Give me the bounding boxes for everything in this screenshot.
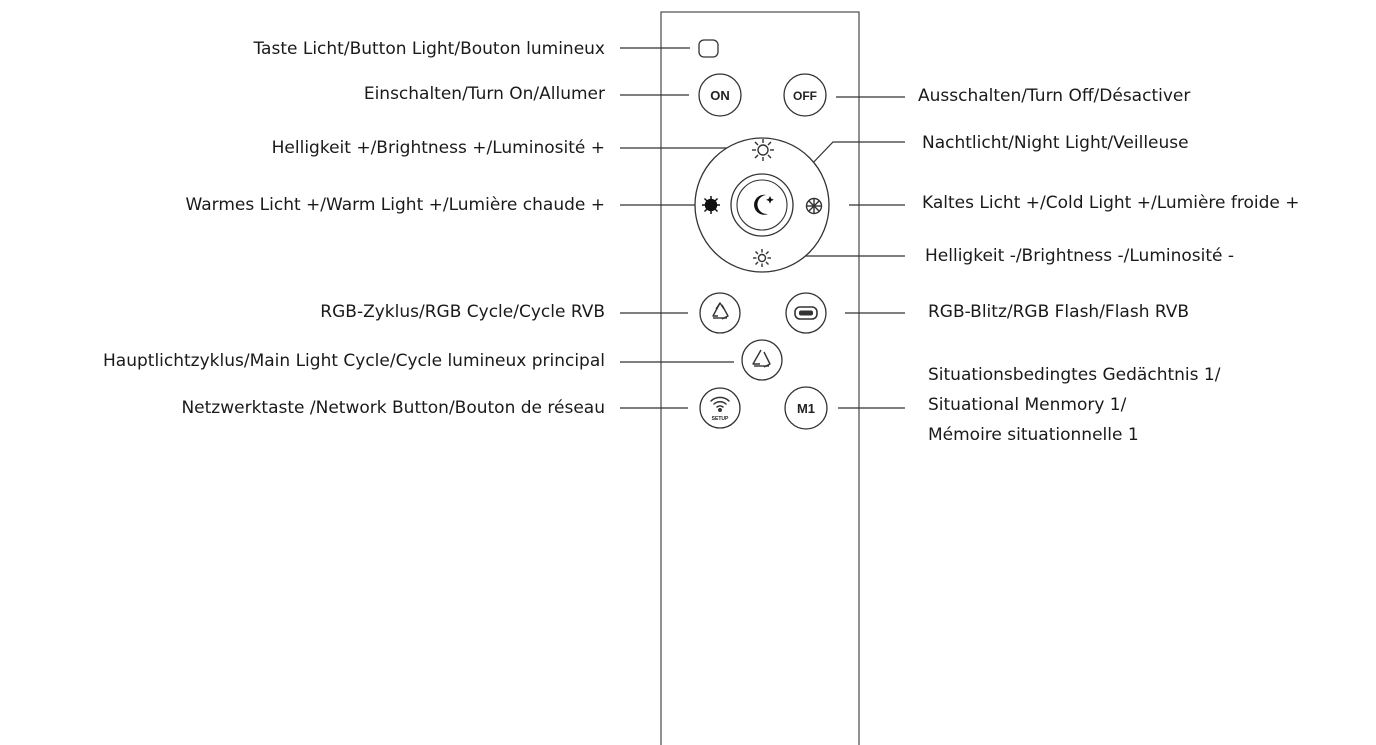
- label-main-light-cycle: Hauptlichtzyklus/Main Light Cycle/Cycle …: [103, 351, 605, 371]
- recycle-icon: [712, 302, 729, 320]
- brightness-up-icon[interactable]: [752, 139, 774, 161]
- label-memory: Situationsbedingtes Gedächtnis 1/ Situat…: [928, 360, 1220, 450]
- main-light-cycle-button[interactable]: [741, 339, 783, 381]
- on-button-label: ON: [710, 88, 730, 103]
- label-memory-line-3: Mémoire situationnelle 1: [928, 425, 1139, 445]
- label-network-button: Netzwerktaste /Network Button/Bouton de …: [181, 398, 605, 418]
- label-brightness-up: Helligkeit +/Brightness +/Luminosité +: [271, 138, 605, 158]
- m1-button[interactable]: M1: [784, 386, 828, 430]
- label-memory-line-1: Situationsbedingtes Gedächtnis 1/: [928, 365, 1221, 385]
- m1-button-label: M1: [797, 401, 815, 416]
- label-light-button: Taste Licht/Button Light/Bouton lumineux: [253, 39, 605, 59]
- night-light-button[interactable]: [730, 173, 794, 237]
- label-rgb-flash: RGB-Blitz/RGB Flash/Flash RVB: [928, 302, 1190, 322]
- flash-bar-icon: [794, 306, 818, 320]
- rgb-flash-button[interactable]: [785, 292, 827, 334]
- light-button[interactable]: [698, 39, 719, 58]
- on-button[interactable]: ON: [698, 73, 742, 117]
- label-warm-light: Warmes Licht +/Warm Light +/Lumière chau…: [185, 195, 605, 215]
- wifi-icon: [710, 396, 730, 412]
- label-turn-off: Ausschalten/Turn Off/Désactiver: [918, 86, 1191, 106]
- label-turn-on: Einschalten/Turn On/Allumer: [363, 84, 605, 104]
- moon-icon: [754, 194, 774, 215]
- setup-label: SETUP: [712, 416, 729, 422]
- cycle-icon: [752, 349, 771, 368]
- network-button[interactable]: SETUP: [699, 387, 741, 429]
- label-cold-light: Kaltes Licht +/Cold Light +/Lumière froi…: [922, 193, 1300, 213]
- warm-light-icon[interactable]: [702, 196, 720, 214]
- rgb-cycle-button[interactable]: [699, 292, 741, 334]
- label-memory-line-2: Situational Menmory 1/: [928, 395, 1127, 415]
- off-button[interactable]: OFF: [783, 73, 827, 117]
- cold-light-icon[interactable]: [805, 197, 823, 215]
- label-rgb-cycle: RGB-Zyklus/RGB Cycle/Cycle RVB: [320, 302, 605, 322]
- off-button-label: OFF: [793, 89, 817, 103]
- brightness-down-icon[interactable]: [753, 249, 771, 267]
- label-night-light: Nachtlicht/Night Light/Veilleuse: [922, 133, 1189, 153]
- remote-body: [660, 11, 860, 745]
- label-brightness-down: Helligkeit -/Brightness -/Luminosité -: [925, 246, 1235, 266]
